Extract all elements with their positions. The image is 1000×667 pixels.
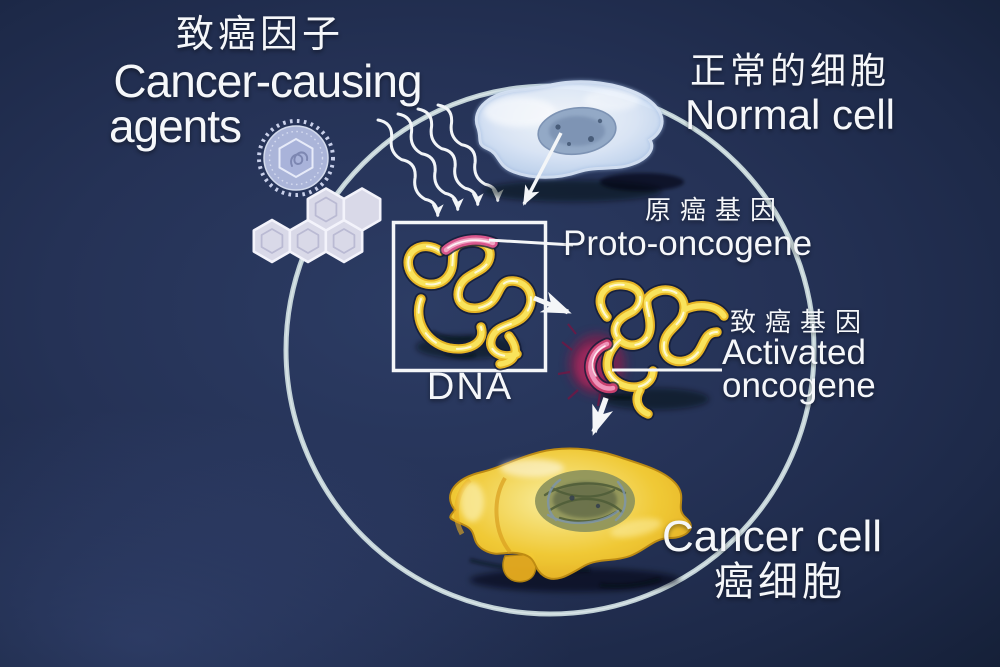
arrow-normalcell-to-dna	[522, 132, 563, 206]
cancer-cell-illustration	[449, 447, 692, 592]
arrow-dna-to-activated	[533, 291, 572, 315]
label-activated-oncogene-en-line1: Activated	[722, 333, 866, 372]
label-normal-cell-zh: 正常的细胞	[689, 50, 890, 91]
activated-oncogene-segment	[584, 337, 620, 395]
label-proto-oncogene-zh: 原癌基因	[644, 195, 785, 225]
cancer-cell-nucleus	[535, 470, 635, 532]
carcinogen-molecule-icon	[252, 187, 382, 264]
dna-strand-with-proto-oncogene	[401, 233, 538, 371]
label-carcinogens-en-line2: agents	[108, 100, 242, 152]
proto-oncogene-segment	[439, 233, 500, 257]
dna-strand-with-activated-oncogene	[557, 278, 731, 421]
proto-oncogene-callout-line	[488, 238, 574, 247]
label-activated-oncogene-en-line2: oncogene	[722, 366, 876, 405]
label-dna: DNA	[426, 366, 514, 408]
label-carcinogens-en-line1: Cancer-causing	[113, 55, 422, 107]
label-cancer-cell-zh: 癌细胞	[714, 560, 846, 604]
arrow-activated-to-cancercell	[591, 397, 614, 436]
label-normal-cell-en: Normal cell	[684, 91, 896, 138]
radiation-waves-icon	[376, 103, 504, 218]
virus-particle-icon	[257, 119, 335, 197]
label-proto-oncogene-en: Proto-oncogene	[563, 224, 813, 263]
label-carcinogens-zh: 致癌因子	[175, 14, 344, 56]
label-cancer-cell-en: Cancer cell	[662, 512, 883, 561]
label-activated-oncogene-zh: 致癌基因	[729, 307, 870, 337]
